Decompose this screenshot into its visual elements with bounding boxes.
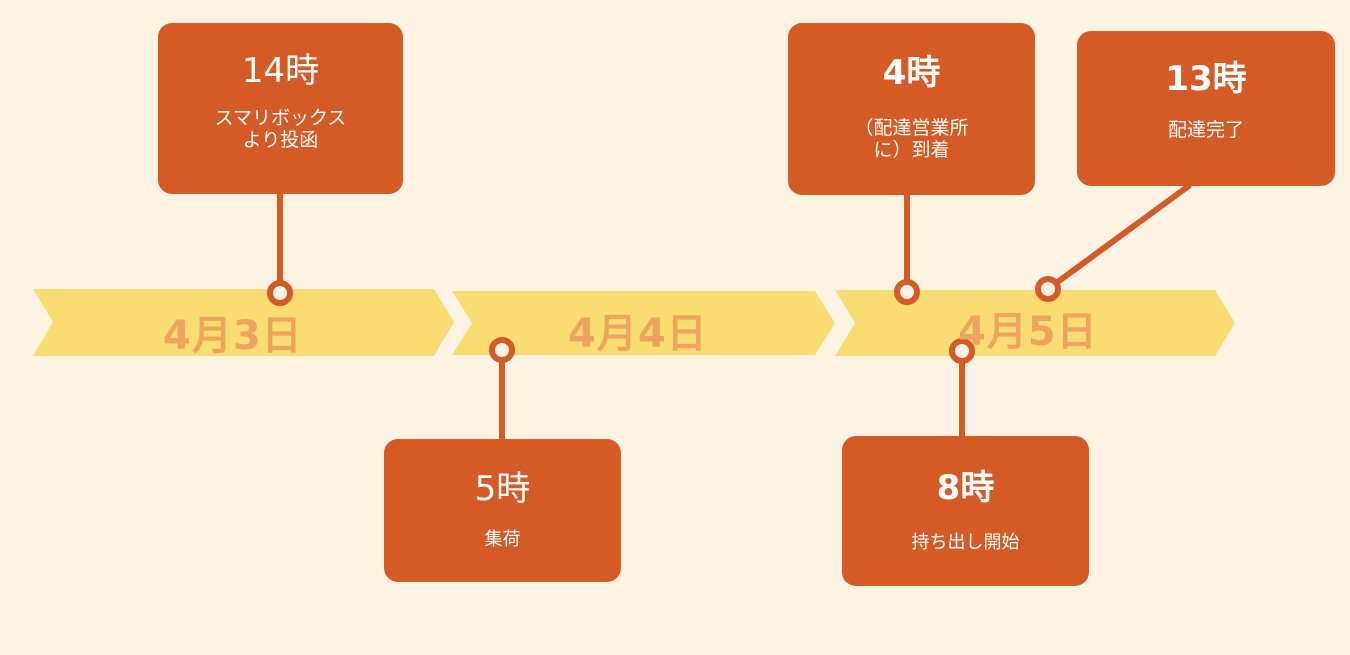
event-card-pickup: 5時 集荷 [384, 439, 621, 582]
date-label-apr4: 4月4日 [568, 311, 708, 357]
event-time: 5時 [474, 469, 531, 509]
event-card-arrival: 4時 （配達営業所 に）到着 [788, 23, 1035, 195]
event-card-out-for-delivery: 8時 持ち出し開始 [842, 436, 1089, 586]
event-desc: 持ち出し開始 [911, 532, 1020, 553]
event-card-delivered: 13時 配達完了 [1077, 31, 1335, 186]
date-label-apr3: 4月3日 [163, 313, 303, 359]
date-arrow-1 [33, 289, 454, 356]
event-desc: 配達完了 [1167, 119, 1244, 141]
connector-line-13h [1046, 182, 1192, 292]
event-time: 4時 [882, 53, 941, 93]
connector-dot-8h [949, 338, 975, 364]
connector-dot-13h [1035, 276, 1061, 302]
event-time: 13時 [1165, 59, 1247, 99]
date-arrow-2 [452, 291, 835, 355]
event-time: 14時 [241, 51, 320, 91]
event-desc: （配達営業所 に）到着 [854, 117, 969, 161]
date-arrow-3 [835, 290, 1235, 356]
date-label-apr5: 4月5日 [958, 309, 1098, 355]
event-time: 8時 [936, 468, 995, 508]
event-card-posted: 14時 スマリボックス より投函 [158, 23, 403, 194]
event-desc: 集荷 [484, 529, 521, 550]
event-desc: スマリボックス より投函 [214, 107, 347, 151]
connector-dot-4h [894, 279, 920, 305]
connector-dot-5h [489, 337, 515, 363]
connector-dot-14h [267, 280, 293, 306]
